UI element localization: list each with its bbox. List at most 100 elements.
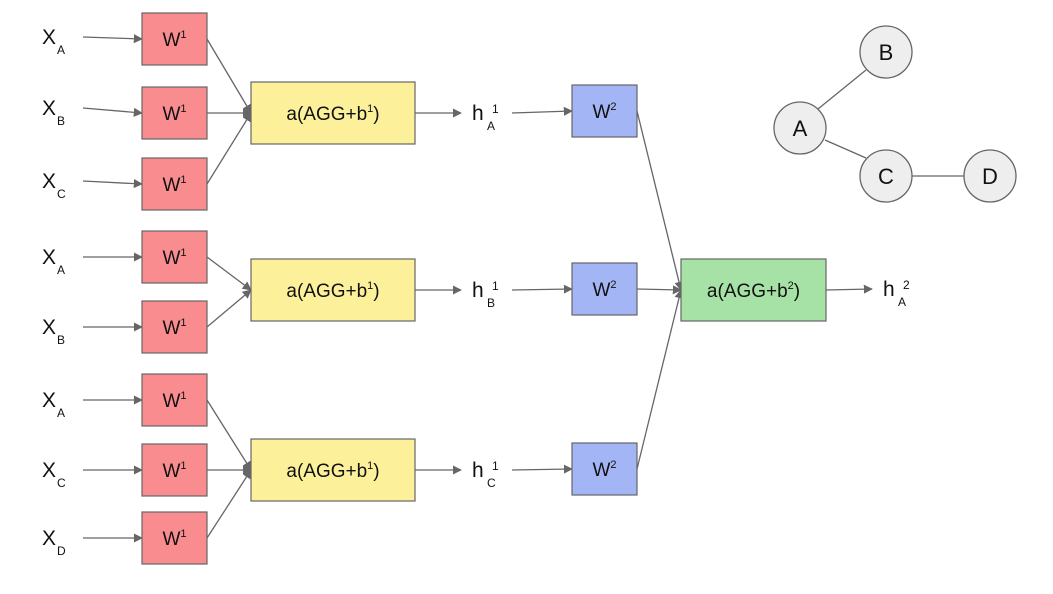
graph-edge-a-c [824, 139, 867, 159]
w2-label-2-sup: 2 [610, 459, 616, 471]
input-label-3: XA [42, 246, 65, 277]
input-arrow-0 [82, 34, 143, 44]
hidden-label-0-sup: 1 [492, 102, 499, 116]
agg1-label-2-sup: 1 [367, 460, 373, 472]
hidden-label-1-base: h [472, 279, 484, 302]
agg1-label-0-prefix: a(AGG+b [286, 104, 367, 125]
boxes-layer: W1W1W1W1W1W1W1W1a(AGG+b1)W2a(AGG+b1)W2a(… [141, 12, 827, 565]
input-label-4-sub: B [57, 333, 65, 347]
input-label-2: XC [42, 170, 66, 201]
hidden-label-0: hA 1 [472, 102, 499, 133]
w1-label-5-base: W [162, 391, 180, 412]
w1-box-0: W1 [141, 12, 208, 66]
graph-node-b-label: B [879, 40, 894, 65]
w1-label-2: W1 [162, 174, 186, 196]
output-label-sub: A [898, 295, 906, 309]
w1-label-6-sup: 1 [180, 460, 186, 472]
input-label-0-sub: A [57, 43, 65, 57]
w1-to-agg-arrow-3 [206, 256, 252, 291]
w1-label-7: W1 [162, 528, 186, 550]
w1-to-agg-arrow-5 [206, 399, 252, 471]
w1-to-agg-arrow-0 [206, 38, 252, 114]
w1-label-5: W1 [162, 390, 186, 412]
w2-label-0-base: W [592, 102, 610, 123]
input-label-5-base: X [42, 389, 56, 412]
w2-label-0: W2 [592, 101, 616, 123]
w1-label-1: W1 [162, 103, 186, 125]
agg1-box-1: a(AGG+b1) [250, 258, 416, 322]
graph-node-a-label: A [793, 116, 808, 141]
w1-label-3-base: W [162, 248, 180, 269]
w1-label-0: W1 [162, 29, 186, 51]
agg1-label-0-suffix: ) [373, 104, 379, 125]
agg1-label-1-suffix: ) [373, 281, 379, 302]
w1-label-5-sup: 1 [180, 390, 186, 402]
w1-label-4-base: W [162, 318, 180, 339]
w2-label-1-base: W [592, 280, 610, 301]
w1-box-1: W1 [141, 86, 208, 140]
w2-label-2-base: W [592, 460, 610, 481]
w1-label-2-sup: 1 [180, 174, 186, 186]
input-arrow-1 [82, 107, 143, 117]
output-label-sup: 2 [903, 278, 910, 292]
input-label-6-sub: C [57, 476, 66, 490]
input-label-6-base: X [42, 459, 56, 482]
agg2-label-suffix: ) [794, 281, 800, 302]
agg1-label-2-suffix: ) [373, 461, 379, 482]
input-arrow-2 [82, 179, 143, 189]
h-to-w2-arrow-0 [511, 106, 573, 116]
w1-to-agg-arrow-2 [206, 112, 252, 185]
w1-label-6-base: W [162, 461, 180, 482]
agg2-box: a(AGG+b2) [680, 258, 827, 322]
agg1-label-1-prefix: a(AGG+b [286, 281, 367, 302]
graph-edge-a-b [817, 69, 867, 110]
w1-label-4: W1 [162, 317, 186, 339]
w2-label-1: W2 [592, 279, 616, 301]
w1-label-2-base: W [162, 175, 180, 196]
hidden-label-0-sub: A [487, 119, 495, 133]
agg1-label-0-sup: 1 [367, 103, 373, 115]
w1-label-0-base: W [162, 30, 180, 51]
output-label-base: h [883, 278, 895, 301]
w1-label-3-sup: 1 [180, 247, 186, 259]
h-to-w2-arrow-1 [511, 284, 573, 294]
w1-to-agg-arrow-4 [206, 289, 252, 328]
graph-node-d: D [963, 149, 1017, 203]
w2-box-2: W2 [571, 442, 638, 496]
w1-label-3: W1 [162, 247, 186, 269]
w1-box-5: W1 [141, 373, 208, 427]
input-label-0-base: X [42, 26, 56, 49]
input-label-1-base: X [42, 97, 56, 120]
w1-label-7-base: W [162, 529, 180, 550]
graph-node-a: A [773, 101, 827, 155]
agg2-to-output-arrow [825, 284, 873, 294]
hidden-label-0-base: h [472, 102, 484, 125]
agg1-label-0: a(AGG+b1) [286, 103, 379, 125]
w1-label-6: W1 [162, 460, 186, 482]
w1-label-0-sup: 1 [180, 29, 186, 41]
agg1-label-2-prefix: a(AGG+b [286, 461, 367, 482]
agg1-box-0: a(AGG+b1) [250, 81, 416, 145]
w2-to-agg2-arrow-1 [636, 285, 682, 295]
input-label-3-base: X [42, 246, 56, 269]
hidden-label-1: hB1 [472, 279, 499, 310]
hidden-label-2-base: h [472, 459, 484, 482]
arrows-layer [82, 34, 873, 543]
hidden-label-2-sup: 1 [492, 459, 499, 473]
w2-box-1: W2 [571, 262, 638, 316]
hidden-label-2: hC1 [472, 459, 499, 490]
w1-label-4-sup: 1 [180, 317, 186, 329]
input-label-2-sub: C [57, 187, 66, 201]
agg2-label: a(AGG+b2) [707, 280, 800, 302]
input-label-4: XB [42, 316, 65, 347]
w1-to-agg-arrow-7 [206, 469, 252, 539]
w1-box-7: W1 [141, 511, 208, 565]
agg1-label-2: a(AGG+b1) [286, 460, 379, 482]
w2-label-2: W2 [592, 459, 616, 481]
w1-box-4: W1 [141, 300, 208, 354]
graph-node-c: C [859, 149, 913, 203]
hidden-label-1-sub: B [487, 296, 495, 310]
w1-box-2: W1 [141, 157, 208, 211]
